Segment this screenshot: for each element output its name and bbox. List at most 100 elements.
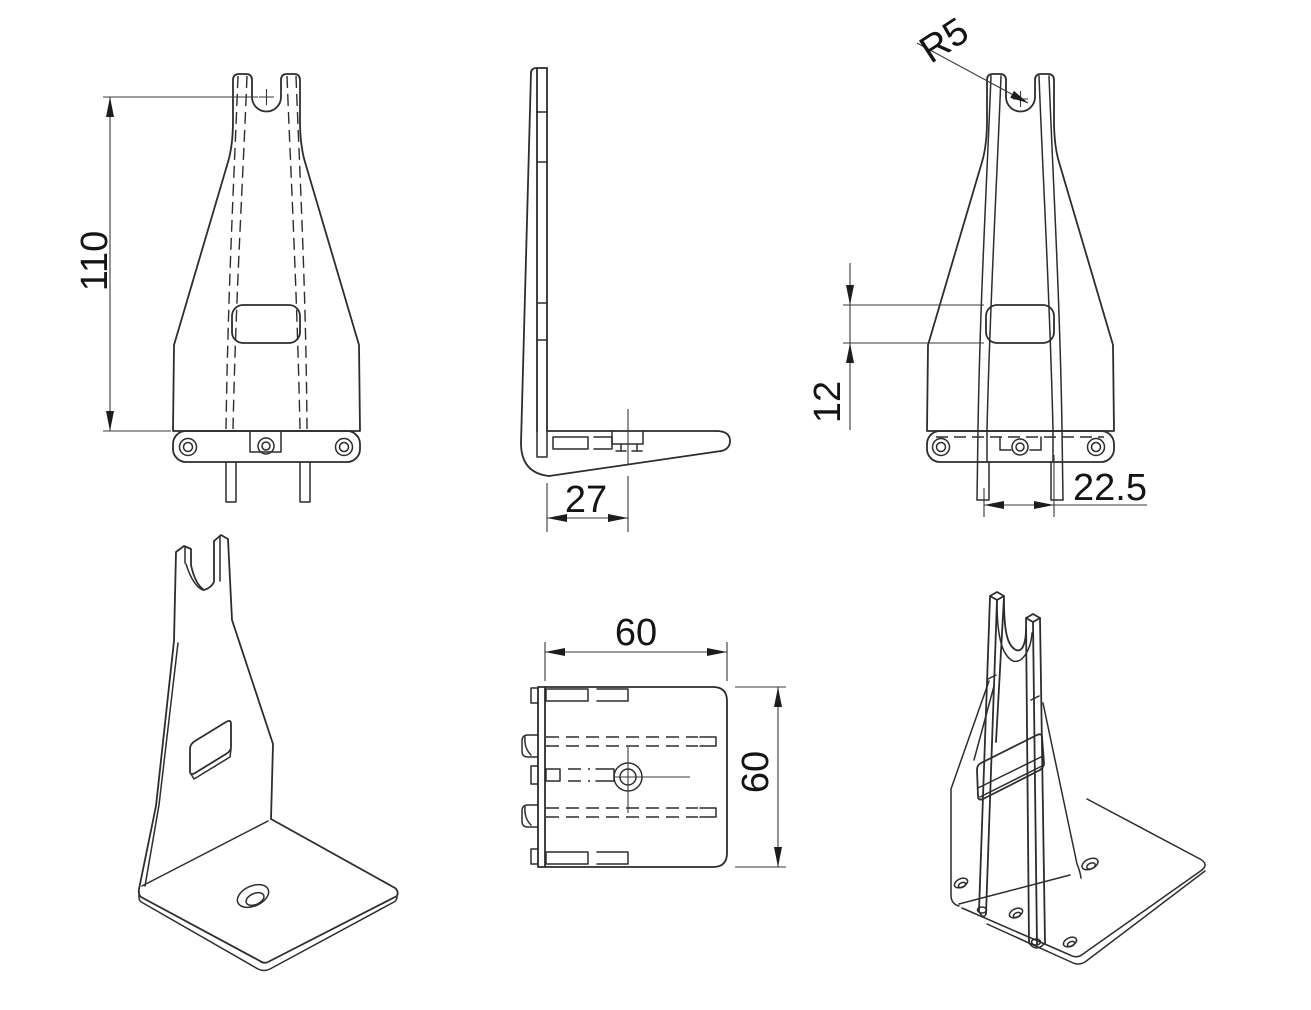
side-base-bottom [548, 450, 722, 477]
front-rib-tab-right [299, 461, 311, 503]
back-radius-leader [916, 42, 1029, 104]
top-slot-row1-solid [545, 688, 589, 702]
back-base-hole-right-inner [1090, 441, 1102, 453]
iso-front-left-edge-inner [144, 642, 179, 887]
top-slot-row5-bracket [596, 851, 629, 865]
front-hidden-rib-left-inner [232, 75, 248, 430]
top-prong-tab-lower-curve [524, 806, 532, 826]
side-base-left-curve [520, 442, 550, 477]
top-tab-1 [530, 687, 539, 704]
side-plate-tab [536, 430, 548, 458]
front-base-hole-left-inner [182, 441, 194, 453]
front-base-hole-right-inner [338, 441, 350, 453]
front-center-tab [249, 430, 282, 453]
side-dim-depth: 27 [546, 479, 628, 532]
side-plate-back-edge [520, 72, 532, 444]
back-slot-arrow-up [846, 343, 854, 363]
side-hole-edges [615, 443, 643, 452]
iso-back-right-bar-tick [1030, 695, 1040, 701]
iso-back-left-bar-top [989, 591, 1005, 601]
iso-back-hole-3-inner [1066, 940, 1076, 948]
iso-front-fork-arc-inner [185, 563, 204, 591]
iso-back-left-bar-tick [987, 674, 997, 680]
iso-back-right-bar-top [1025, 613, 1041, 623]
front-base-hole-left [178, 437, 198, 457]
back-rib-arrow-left [984, 501, 1004, 509]
front-slot [231, 304, 301, 344]
front-hidden-rib-right-inner [286, 75, 301, 430]
iso-back-right-bar-foot [1030, 938, 1042, 946]
iso-back-plate-left-flare-inner [973, 685, 995, 761]
side-plate-top [530, 67, 548, 74]
side-view: 27 [520, 67, 731, 532]
front-view: 110 [74, 73, 361, 503]
iso-front-base-thickness [138, 891, 398, 972]
side-dim-arrow-left [547, 514, 567, 522]
top-prong-tab-upper [521, 734, 539, 758]
iso-back-base-thickness [986, 870, 1206, 965]
back-slot [985, 304, 1055, 344]
top-depth-arrow-up [774, 687, 782, 707]
top-width-label: 60 [615, 612, 657, 654]
side-dim-arrow-right [608, 514, 628, 522]
iso-back-right-bar-cap [1028, 942, 1046, 949]
side-tab-slot [552, 436, 589, 450]
iso-back-base-far-edge [1086, 798, 1206, 871]
front-body-outline [172, 73, 361, 432]
iso-back-left-bar-foot [976, 906, 988, 914]
back-radius-label: R5 [913, 10, 977, 72]
iso-front-prong-edges [184, 535, 221, 582]
back-base-hole-right [1086, 437, 1106, 457]
back-base-hole-center [1011, 438, 1029, 456]
front-fork-center-mark [259, 89, 274, 105]
front-center-hole-inner [261, 441, 271, 451]
side-feature-ticks [536, 111, 548, 341]
side-tab-slot-2 [593, 436, 613, 450]
iso-back-hole-2-inner [1012, 911, 1022, 919]
top-rib-lower-end [699, 807, 717, 818]
front-dim-height: 110 [74, 96, 258, 432]
top-dim-width: 60 [544, 612, 728, 681]
top-prong-tab-upper-curve [524, 736, 532, 756]
top-tab-3 [530, 765, 539, 785]
top-rib-upper-end [699, 736, 717, 747]
back-base-hole-left [931, 437, 951, 457]
front-rib-tab-left [225, 461, 237, 503]
top-slot-mid-bracket [595, 768, 615, 782]
front-hidden-rib-right-outer [295, 75, 308, 430]
iso-front-slot-depth [190, 748, 232, 780]
back-base-hole-center-inner [1015, 442, 1025, 452]
front-hidden-rib-left-outer [225, 75, 239, 430]
top-center-crosshair [614, 747, 690, 813]
back-base-band [926, 430, 1115, 463]
back-view: R5 12 22.5 [807, 10, 1147, 517]
iso-back-base-near-edge [961, 869, 1203, 958]
iso-back-left-bar-lines [978, 596, 1005, 915]
iso-front-base-hole [236, 883, 270, 909]
back-body-outline [926, 73, 1115, 432]
back-rib-left-inner [986, 75, 1002, 463]
top-slot-mid-solid [545, 768, 561, 782]
top-slot-mid-hidden [568, 768, 590, 782]
back-base-hole-left-inner [935, 441, 947, 453]
iso-back-slot-window [976, 733, 1045, 801]
back-dim-slot-height: 12 [807, 263, 984, 430]
back-rib-left-outer [976, 75, 992, 501]
top-base-outline [537, 686, 728, 868]
top-width-arrow-left [545, 648, 565, 656]
front-dim-height-label: 110 [74, 231, 116, 292]
back-rib-right-inner [1038, 75, 1054, 463]
iso-back-plate-right-flare [1042, 702, 1082, 879]
side-base-right-end [715, 430, 731, 452]
back-rib-spacing-label: 22.5 [1073, 467, 1147, 509]
back-center-tab-marks [999, 436, 1042, 451]
top-depth-label: 60 [735, 751, 777, 793]
front-center-hole [257, 437, 275, 455]
top-view: 60 60 [521, 612, 786, 868]
back-dim-radius: R5 [913, 10, 1029, 104]
back-radius-arrowhead [1010, 90, 1028, 103]
iso-back-fork-arc-outer [1003, 599, 1027, 652]
top-tab-5 [530, 848, 539, 865]
